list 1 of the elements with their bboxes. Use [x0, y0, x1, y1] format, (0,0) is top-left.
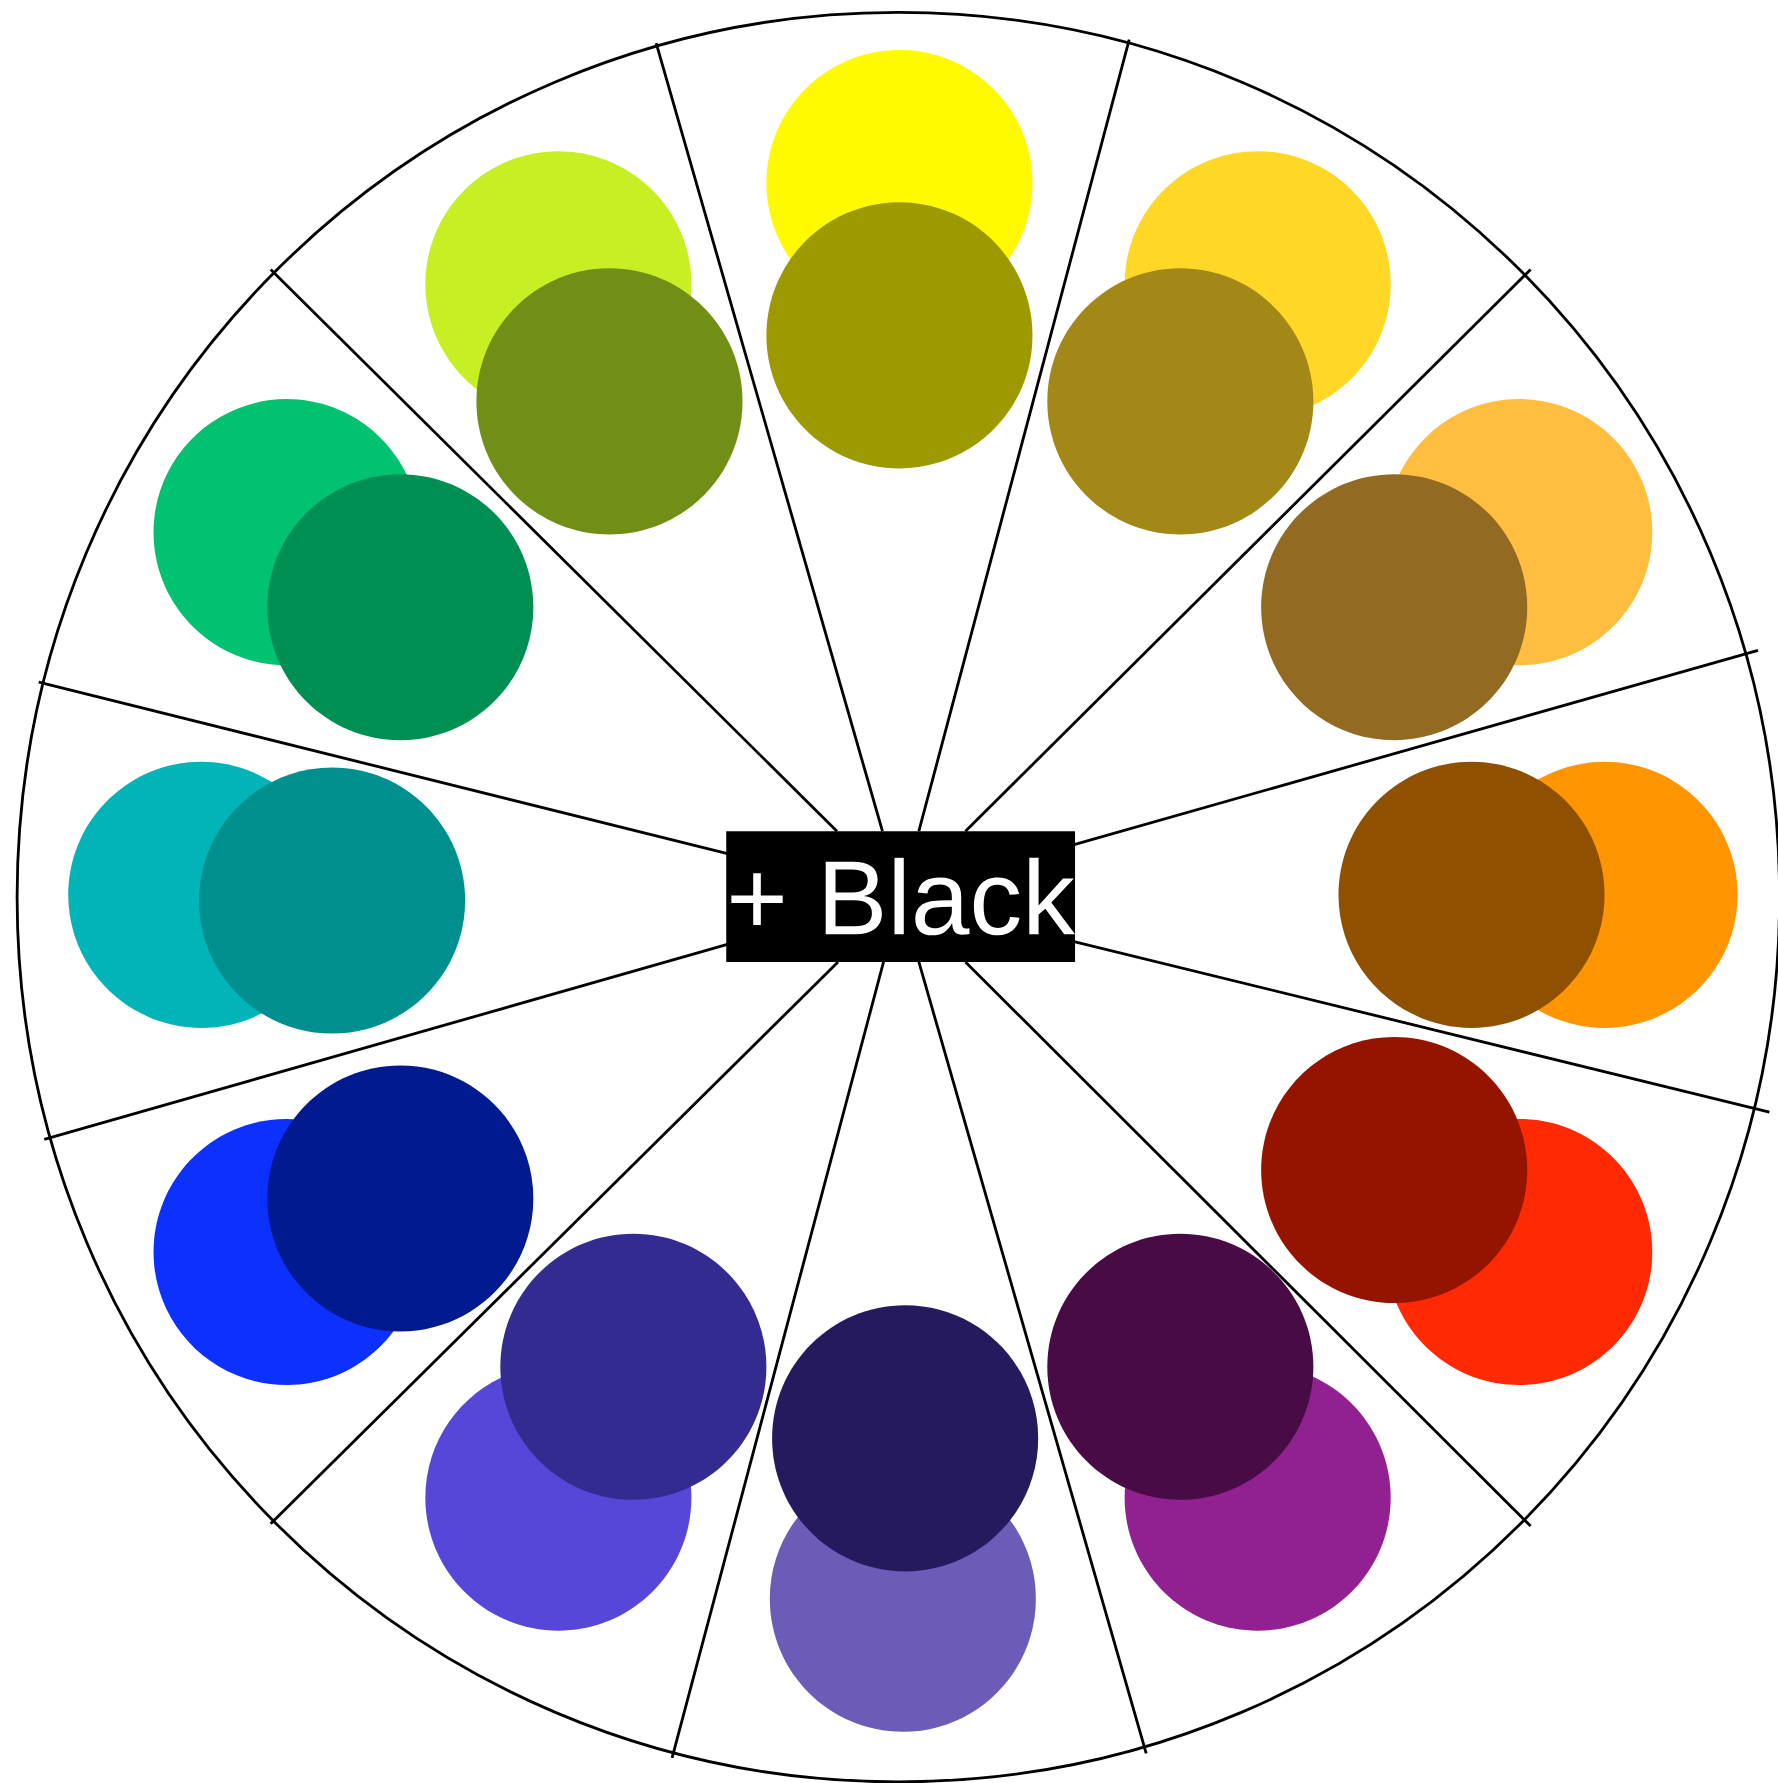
label-box: + Black: [726, 831, 1075, 962]
